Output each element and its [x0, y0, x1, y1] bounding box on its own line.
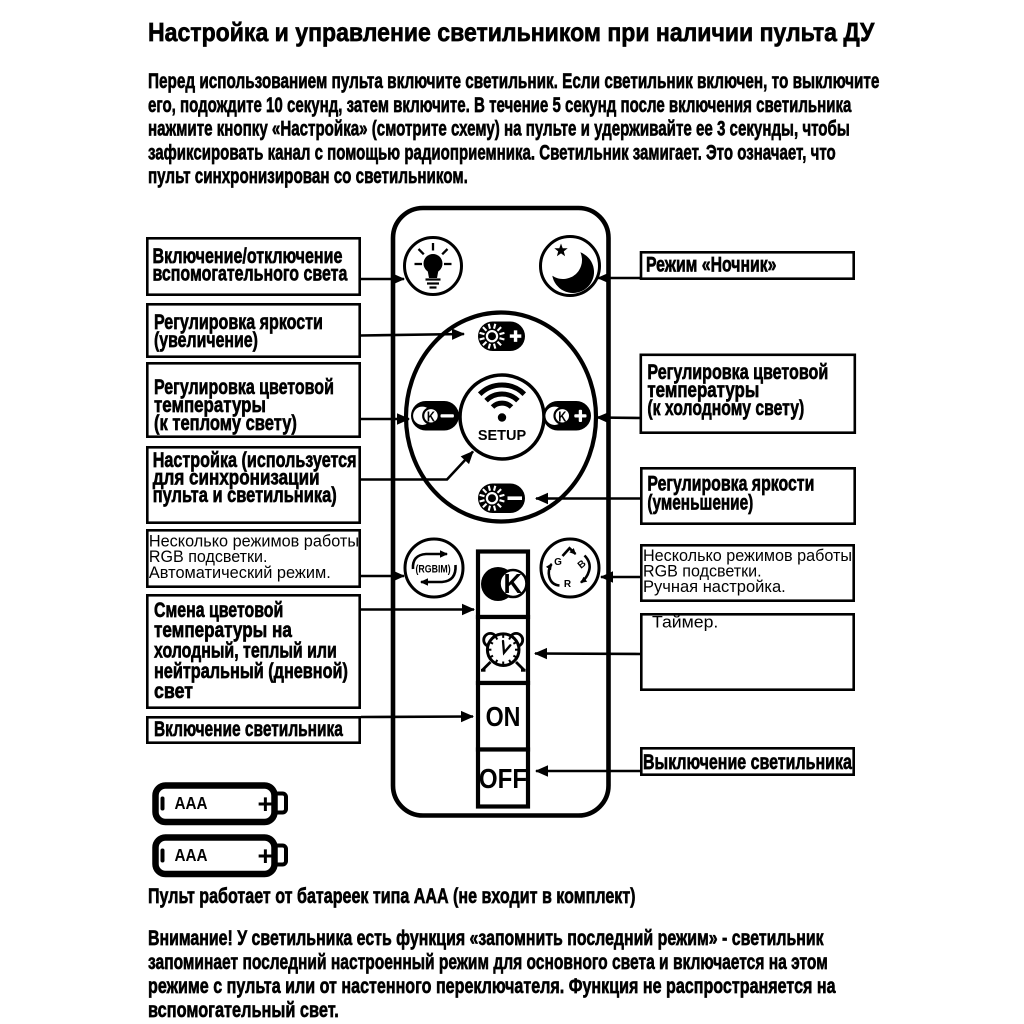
svg-text:Перед использованием пульта вк: Перед использованием пульта включите све… [148, 68, 879, 92]
svg-text:температуры на: температуры на [154, 619, 292, 642]
svg-text:Смена цветовой: Смена цветовой [154, 598, 283, 622]
svg-text:режиме с пульта или от настенн: режиме с пульта или от настенного перекл… [148, 975, 836, 999]
svg-text:+: + [258, 841, 274, 871]
svg-text:нейтральный (дневной): нейтральный (дневной) [154, 659, 348, 682]
svg-text:(к холодному свету): (к холодному свету) [647, 396, 804, 420]
svg-text:Выключение светильника: Выключение светильника [643, 750, 852, 774]
svg-text:Автоматический режим.: Автоматический режим. [149, 564, 331, 582]
svg-text:его, подождите 10 секунд, зате: его, подождите 10 секунд, затем включите… [148, 92, 852, 116]
svg-text:нажмите кнопку «Настройка» (см: нажмите кнопку «Настройка» (смотрите схе… [148, 116, 850, 140]
svg-text:K: K [427, 408, 436, 425]
svg-text:Регулировка яркости: Регулировка яркости [154, 310, 323, 334]
svg-text:пульта и светильника): пульта и светильника) [153, 483, 337, 506]
svg-text:Регулировка цветовой: Регулировка цветовой [154, 375, 334, 399]
svg-text:Режим «Ночник»: Режим «Ночник» [646, 252, 776, 276]
svg-text:ON: ON [486, 702, 521, 732]
svg-text:вспомогательного света: вспомогательного света [153, 262, 348, 286]
svg-text:Включение светильника: Включение светильника [154, 717, 343, 741]
svg-text:Регулировка цветовой: Регулировка цветовой [647, 360, 828, 384]
svg-text:K: K [504, 568, 523, 599]
svg-text:пульт синхронизирован со свети: пульт синхронизирован со светильником. [148, 164, 468, 188]
svg-text:G: G [554, 557, 562, 568]
svg-text:AAA: AAA [175, 794, 208, 813]
svg-text:(RGBIM): (RGBIM) [416, 564, 451, 576]
svg-text:Внимание! У светильника есть ф: Внимание! У светильника есть функция «за… [148, 927, 824, 951]
svg-text:Регулировка яркости: Регулировка яркости [647, 471, 814, 495]
svg-text:K: K [558, 408, 567, 425]
svg-text:Таймер.: Таймер. [652, 612, 718, 631]
svg-text:свет: свет [154, 680, 193, 704]
svg-text:запоминает последний настроенн: запоминает последний настроенный режим д… [148, 950, 828, 974]
svg-text:для синхронизации: для синхронизации [153, 467, 320, 490]
svg-text:Ручная настройка.: Ручная настройка. [643, 577, 786, 596]
svg-text:RGB подсветки.: RGB подсветки. [149, 548, 268, 566]
svg-text:AAA: AAA [175, 846, 208, 865]
svg-text:Несколько режимов работы: Несколько режимов работы [643, 547, 852, 565]
svg-text:+: + [258, 789, 274, 819]
svg-text:(уменьшение): (уменьшение) [647, 490, 753, 514]
svg-text:вспомогательный свет.: вспомогательный свет. [148, 999, 339, 1023]
svg-text:Настройка (используется: Настройка (используется [153, 448, 357, 472]
svg-text:(увеличение): (увеличение) [154, 328, 258, 352]
svg-text:Включение/отключение: Включение/отключение [153, 244, 343, 268]
svg-text:Настройка и управление светиль: Настройка и управление светильником при … [148, 19, 875, 47]
svg-text:Несколько режимов работы: Несколько режимов работы [149, 533, 359, 551]
svg-text:R: R [564, 579, 572, 590]
svg-text:холодный, теплый или: холодный, теплый или [154, 638, 337, 662]
svg-text:температуры: температуры [154, 394, 266, 417]
svg-text:OFF: OFF [479, 762, 527, 794]
svg-text:(к теплому свету): (к теплому свету) [154, 412, 297, 435]
svg-text:RGB подсветки.: RGB подсветки. [643, 562, 762, 580]
svg-text:SETUP: SETUP [478, 428, 527, 444]
svg-text:температуры: температуры [647, 379, 759, 402]
svg-text:зафиксировать канал с помощью: зафиксировать канал с помощью радиоприем… [148, 140, 836, 164]
svg-text:Пульт работает от батареек тип: Пульт работает от батареек типа ААА (не … [148, 885, 636, 909]
